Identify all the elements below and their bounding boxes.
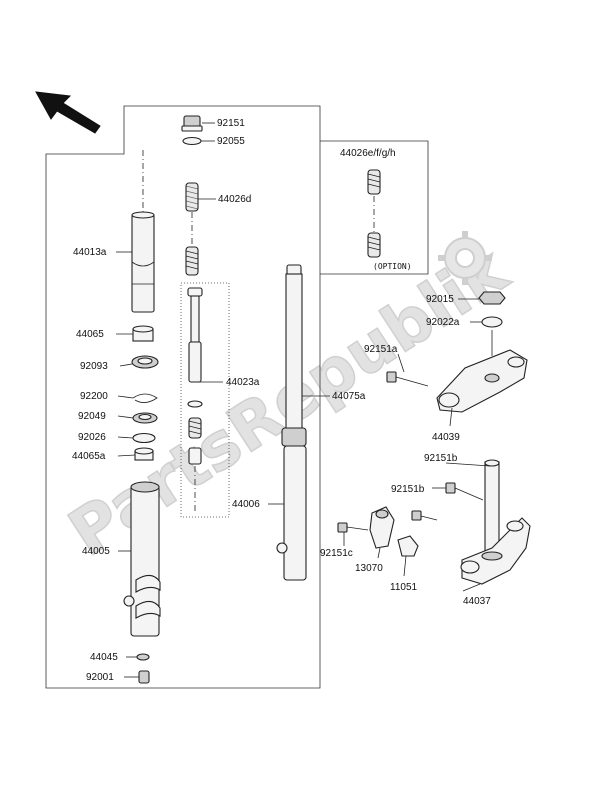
label-44006: 44006 bbox=[232, 499, 260, 510]
drain-washer bbox=[136, 653, 150, 661]
label-92022a: 92022a bbox=[426, 317, 460, 328]
label-44026efgh: 44026e/f/g/h bbox=[340, 148, 396, 159]
stem-washer bbox=[481, 316, 503, 328]
clamp-bolt-lower bbox=[445, 482, 484, 501]
label-44065: 44065 bbox=[76, 329, 104, 340]
label-44026d: 44026d bbox=[218, 194, 251, 205]
washer bbox=[132, 432, 156, 444]
dust-seal bbox=[132, 412, 158, 424]
front-direction-arrow-icon bbox=[35, 91, 101, 134]
guide-bracket bbox=[397, 535, 419, 557]
o-ring bbox=[182, 136, 202, 146]
label-13070: 13070 bbox=[355, 563, 383, 574]
label-92151a: 92151a bbox=[364, 344, 398, 355]
label-92151c: 92151c bbox=[320, 548, 353, 559]
label-44023a: 44023a bbox=[226, 377, 260, 388]
label-92200: 92200 bbox=[80, 391, 108, 402]
option-box: (OPTION) bbox=[320, 140, 429, 275]
fork-group-frame bbox=[45, 105, 321, 689]
circlip bbox=[132, 393, 158, 403]
label-92151b-1: 92151b bbox=[424, 453, 458, 464]
label-92055: 92055 bbox=[217, 136, 245, 147]
part-labels: 92151 92055 44026d 44026e/f/g/h 44013a 4… bbox=[72, 118, 491, 683]
fork-spring bbox=[185, 182, 199, 276]
bottom-bolt bbox=[138, 670, 150, 684]
clamp-bolt-upper bbox=[386, 371, 429, 387]
label-44005: 44005 bbox=[82, 546, 110, 557]
gear-icon bbox=[438, 231, 492, 285]
label-44013a: 44013a bbox=[73, 247, 107, 258]
label-44045: 44045 bbox=[90, 652, 118, 663]
outer-tube bbox=[123, 481, 161, 637]
label-11051: 11051 bbox=[390, 582, 418, 593]
label-92001: 92001 bbox=[86, 672, 114, 683]
label-92151: 92151 bbox=[217, 118, 245, 129]
slide-bushing bbox=[132, 325, 154, 342]
oil-seal bbox=[131, 355, 159, 369]
label-44037: 44037 bbox=[463, 596, 491, 607]
label-92151b-2: 92151b bbox=[391, 484, 425, 495]
leader-lines bbox=[116, 122, 491, 678]
inner-tube bbox=[131, 150, 155, 313]
option-fork-spring bbox=[367, 169, 381, 258]
damper-rod bbox=[187, 287, 203, 512]
label-44039: 44039 bbox=[432, 432, 460, 443]
label-92049: 92049 bbox=[78, 411, 106, 422]
fork-tube-assembly bbox=[276, 264, 307, 581]
label-92026: 92026 bbox=[78, 432, 106, 443]
upper-fork-clamp bbox=[436, 349, 528, 413]
label-92093: 92093 bbox=[80, 361, 108, 372]
stem-nut bbox=[478, 291, 506, 305]
bracket-bolt bbox=[337, 522, 369, 533]
guide-bushing bbox=[134, 447, 154, 461]
damper-rod-box bbox=[180, 282, 230, 518]
holder-bracket bbox=[369, 506, 395, 549]
label-44065a: 44065a bbox=[72, 451, 106, 462]
steering-stem bbox=[460, 459, 531, 585]
bracket-bolt-upper bbox=[411, 510, 438, 521]
label-92015: 92015 bbox=[426, 294, 454, 305]
label-44075a: 44075a bbox=[332, 391, 366, 402]
fork-cap-bolt bbox=[181, 115, 203, 132]
option-label: (OPTION) bbox=[373, 262, 412, 271]
